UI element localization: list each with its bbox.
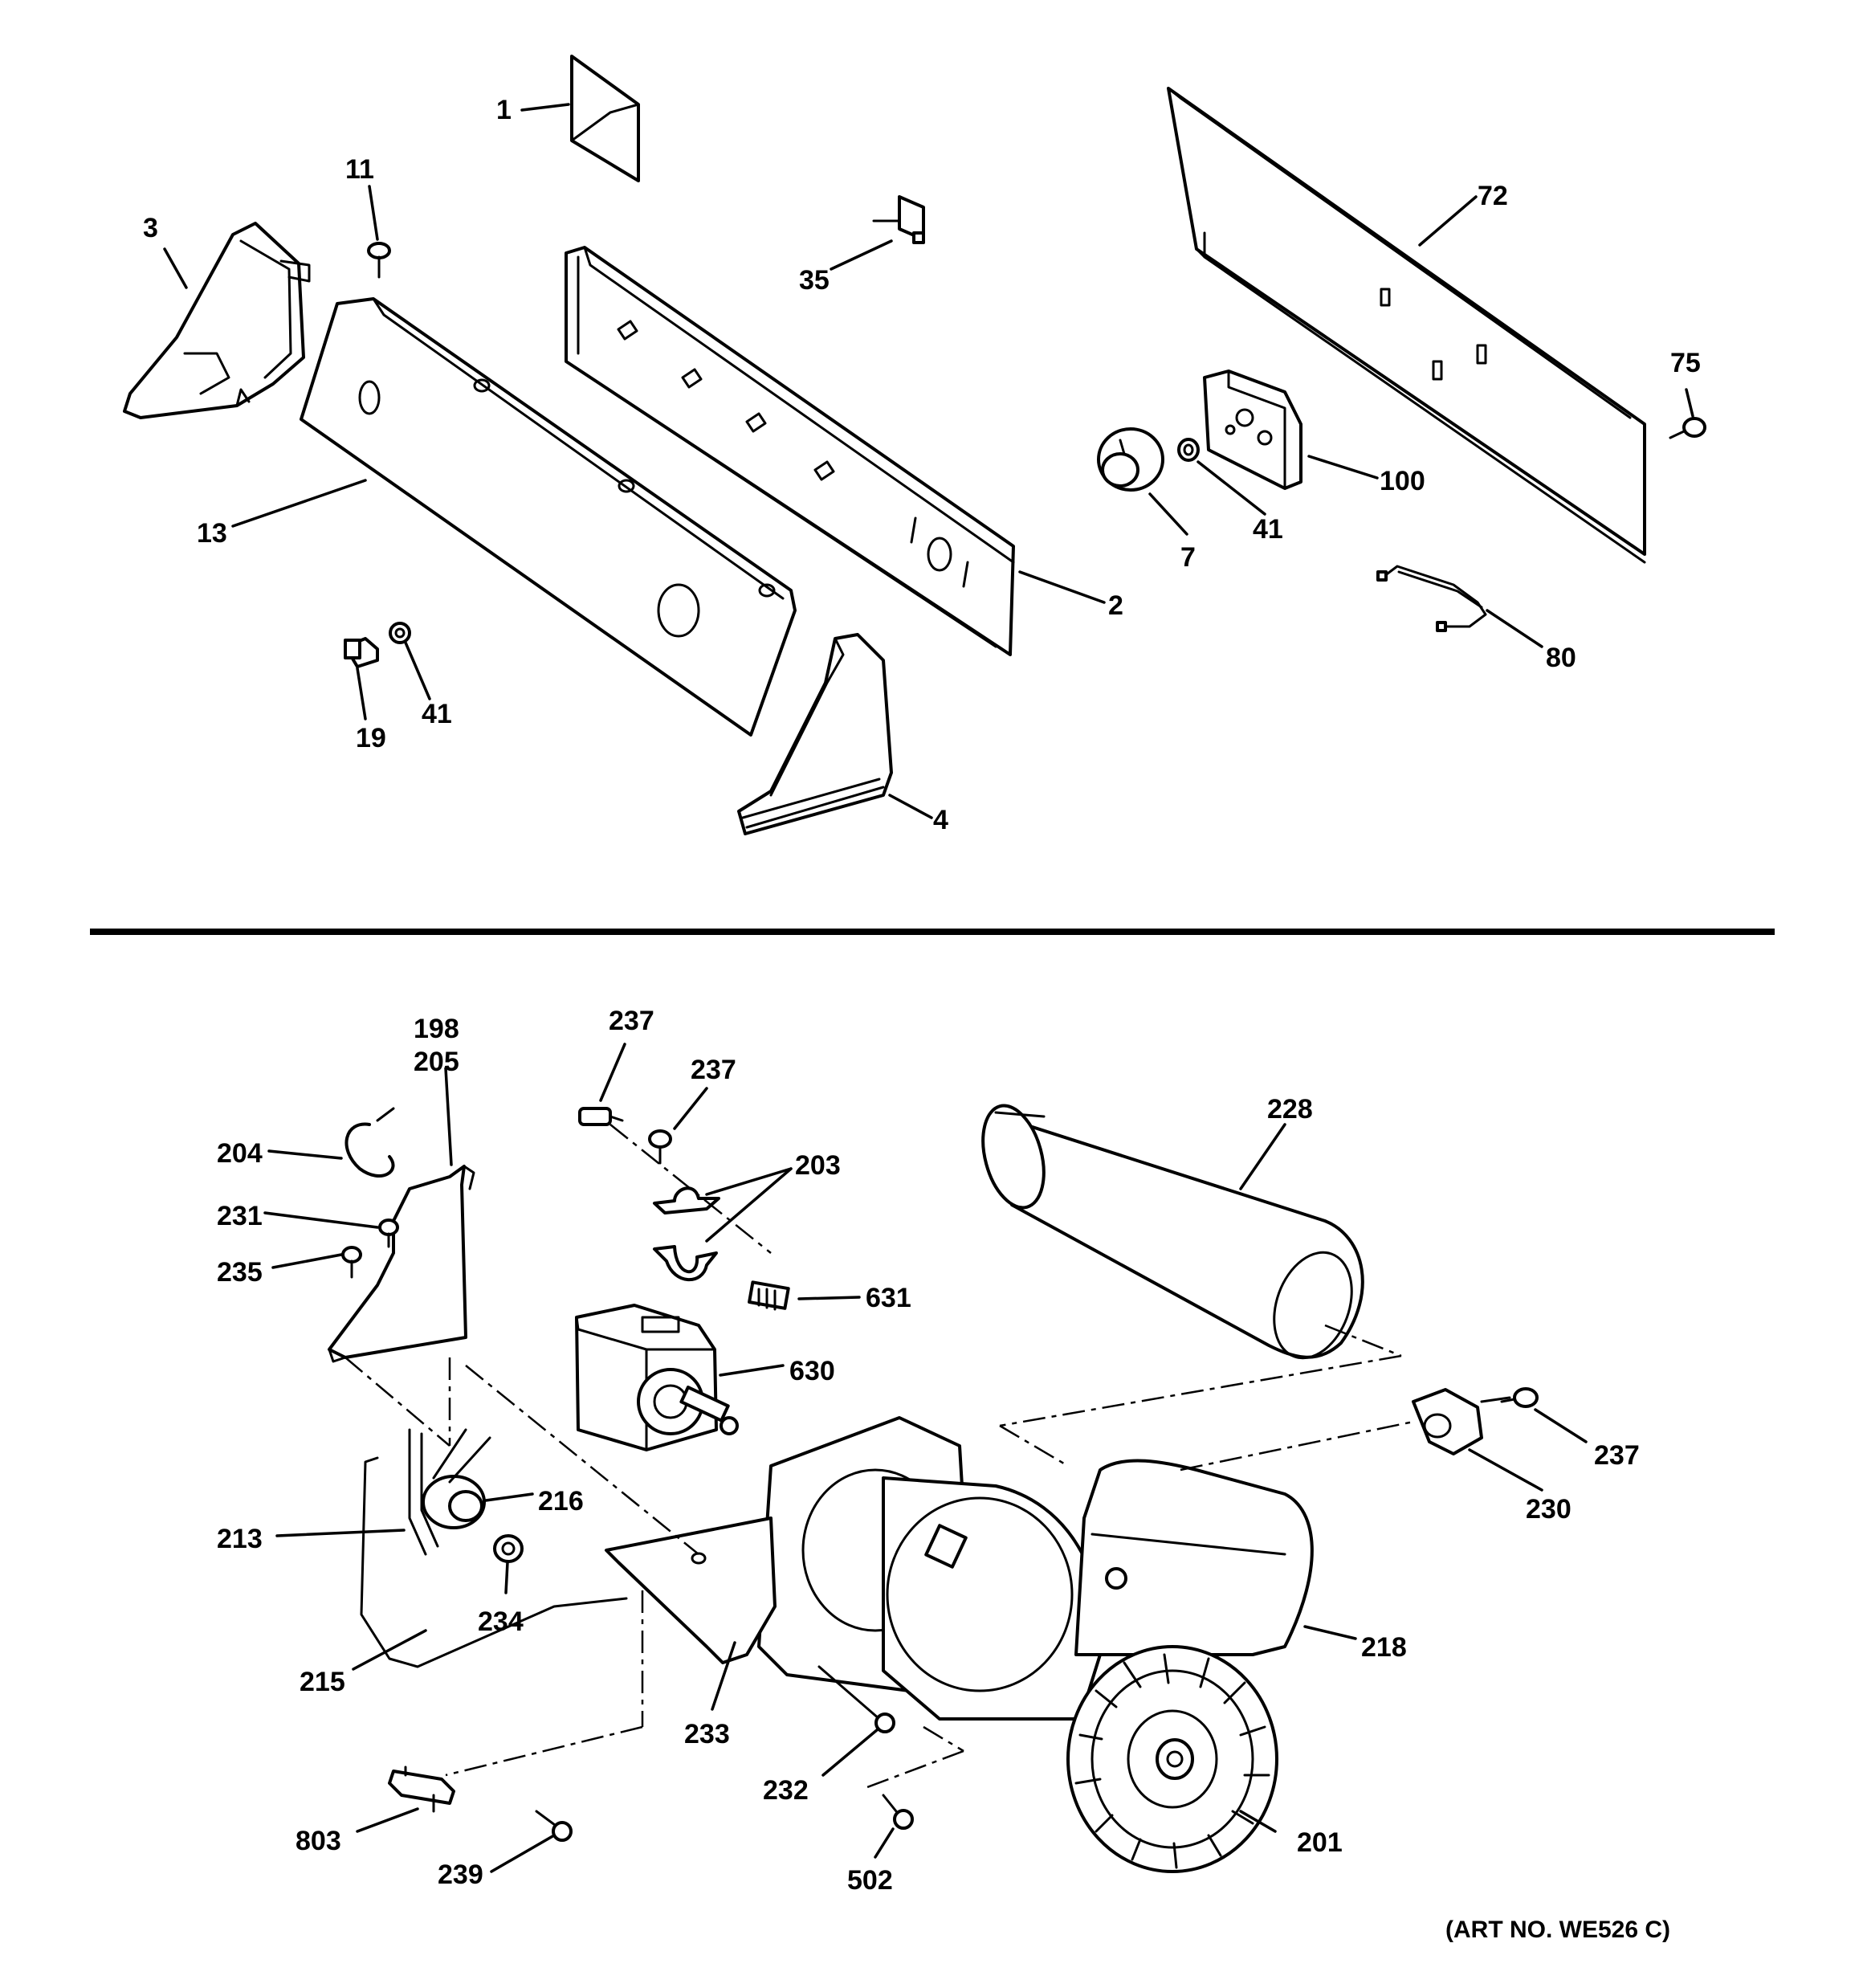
callout-205: 205 [414,1047,459,1077]
callout-41-right: 41 [1253,514,1283,545]
callout-19: 19 [356,723,386,753]
part-237-screw-a [578,1107,624,1126]
part-2-bracket [565,246,1015,656]
part-213-idler-arm [408,1428,439,1556]
callout-204: 204 [217,1138,263,1169]
part-3-left-end-cap [123,222,311,419]
part-630-motor [575,1304,739,1451]
callout-100: 100 [1380,466,1425,496]
part-7-knob [1097,427,1164,492]
callout-3: 3 [143,213,158,243]
callout-198: 198 [414,1014,459,1044]
callout-1: 1 [496,95,512,125]
callout-labels: 1 11 3 35 72 75 13 2 100 41 7 80 19 41 4… [143,95,1701,1943]
callout-228: 228 [1267,1094,1313,1125]
callout-35: 35 [799,265,830,296]
callout-234: 234 [478,1606,524,1637]
callout-7: 7 [1180,542,1196,573]
part-235-screw [341,1246,362,1279]
part-231-screw [378,1219,399,1248]
part-232-rod [817,1665,895,1733]
callout-237-upper-a: 237 [609,1006,654,1036]
callout-230: 230 [1526,1494,1572,1525]
part-239-screw [535,1810,573,1842]
callout-2: 2 [1108,590,1123,621]
leader-lines [163,103,1694,1873]
callout-239: 239 [438,1859,483,1890]
callout-201: 201 [1297,1827,1343,1858]
part-203-straps [653,1186,720,1282]
callout-216: 216 [538,1486,584,1517]
part-35-switch [872,195,925,244]
callout-803: 803 [296,1826,341,1856]
part-100-timer [1203,369,1302,490]
part-237-screw-b [648,1129,672,1165]
callout-72: 72 [1478,181,1508,211]
part-41-spacer-left [389,622,411,644]
callout-231: 231 [217,1201,263,1231]
art-number: (ART NO. WE526 C) [1445,1917,1670,1943]
callout-502: 502 [847,1865,893,1896]
part-803-switch [388,1766,455,1813]
callout-41-left: 41 [422,699,452,729]
part-631-connector [748,1280,790,1311]
part-228-duct [981,1104,1364,1360]
callout-203: 203 [795,1150,841,1181]
callout-233: 233 [684,1719,730,1749]
part-1-envelope [570,55,640,182]
callout-218: 218 [1361,1632,1407,1663]
callout-235: 235 [217,1257,263,1288]
callout-237-right: 237 [1594,1440,1640,1471]
alignment-lines [344,1124,1414,1789]
part-204-clip [344,1107,395,1178]
part-233-base-plate [605,1517,777,1664]
callout-631: 631 [866,1283,911,1313]
callout-4: 4 [933,805,948,835]
part-41-spacer-right [1177,438,1200,462]
callout-215: 215 [300,1667,345,1697]
part-216-pulley [422,1428,491,1529]
callout-75: 75 [1670,348,1701,378]
part-11-screw [367,242,391,279]
part-4-right-end-cap [737,633,893,835]
part-230-thermostat [1412,1388,1511,1455]
part-502-screw [882,1794,914,1830]
part-19-knob [344,637,379,668]
callout-13: 13 [197,518,227,549]
callout-237-upper-b: 237 [691,1055,736,1085]
part-237-screw-c [1500,1387,1539,1408]
part-215-spring [360,1456,628,1668]
part-234-bushing [493,1534,524,1563]
callout-11: 11 [345,154,374,185]
part-201-blower-wheel [1066,1645,1278,1873]
part-80-harness [1376,565,1487,632]
part-72-rear-panel [1167,87,1646,564]
part-75-screw [1669,417,1706,439]
callout-80: 80 [1546,643,1576,673]
part-13-control-panel [300,297,797,737]
part-218-blower-housing [757,1416,1314,1721]
callout-213: 213 [217,1524,263,1554]
callout-232: 232 [763,1775,809,1806]
callout-630: 630 [789,1356,835,1386]
